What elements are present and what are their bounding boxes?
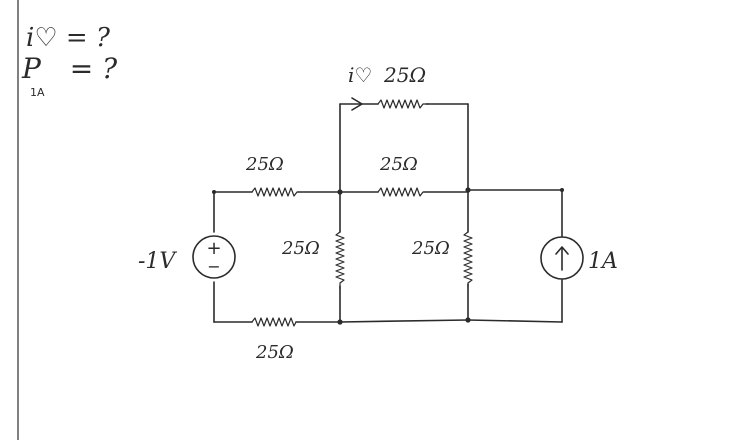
resistor-bottom-label: 25Ω — [255, 342, 294, 363]
voltage-source-minus: − — [207, 257, 220, 276]
junction-dots — [212, 187, 564, 325]
resistor-middle-top — [377, 187, 425, 197]
voltage-source: + − — [192, 235, 236, 279]
current-label-top: i♡ — [348, 63, 372, 87]
current-source — [540, 236, 584, 280]
resistor-left-top-label: 25Ω — [245, 154, 284, 175]
current-source-label: 1A — [588, 249, 618, 274]
voltage-source-label: -1V — [138, 249, 177, 274]
resistor-vertical-left-label: 25Ω — [281, 238, 320, 259]
resistor-vertical-right — [463, 231, 473, 288]
resistor-vertical-left — [335, 231, 345, 290]
resistor-bottom — [251, 317, 297, 327]
wires — [213, 103, 563, 323]
resistor-left-top — [251, 187, 299, 197]
question-power-rest: = ? — [61, 52, 118, 85]
current-direction-arrow — [351, 97, 363, 111]
resistor-middle-top-label: 25Ω — [379, 154, 418, 175]
question-power: P = ? — [21, 52, 118, 85]
resistor-top-loop-label: 25Ω — [383, 63, 426, 87]
question-power-symbol: P — [21, 52, 42, 85]
question-notes: i♡ = ? P = ? 1A — [21, 23, 118, 99]
question-current: i♡ = ? — [26, 23, 111, 53]
voltage-source-plus: + — [206, 238, 221, 259]
question-power-subscript: 1A — [30, 86, 45, 99]
resistor-vertical-right-label: 25Ω — [411, 238, 450, 259]
resistor-top-loop — [377, 99, 430, 109]
